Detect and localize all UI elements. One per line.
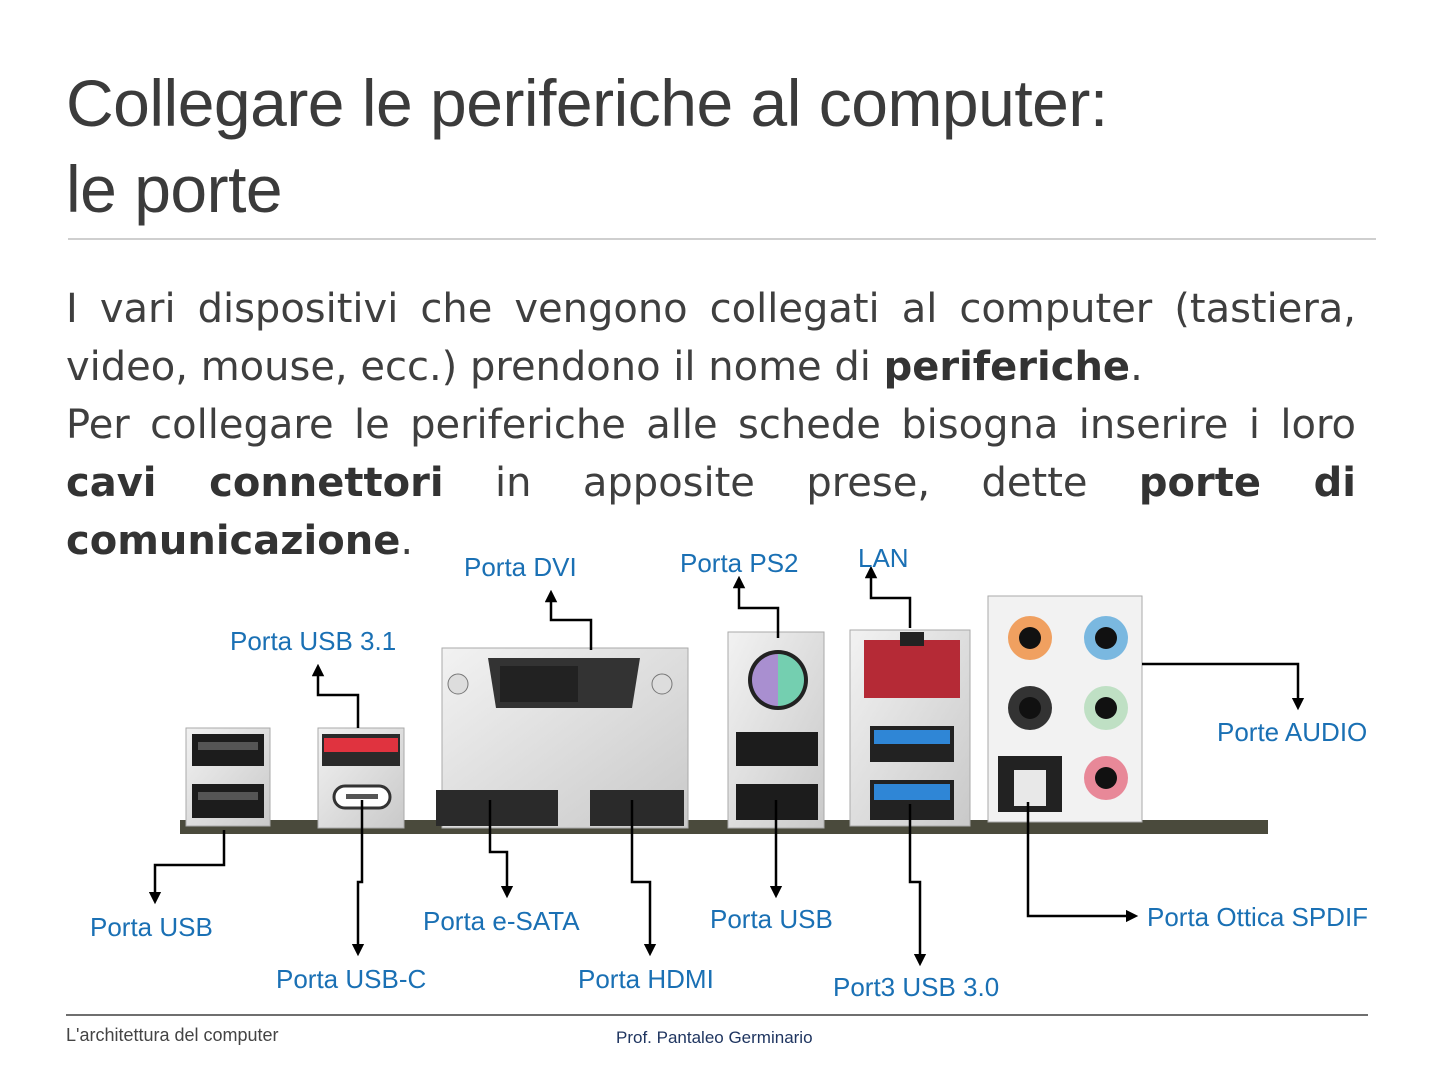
ps2-usb-stack — [727, 631, 825, 829]
p2-middle: in apposite prese, dette — [443, 460, 1139, 506]
p2-bold-cavi: cavi connettori — [66, 460, 444, 506]
footer-divider — [66, 1014, 1368, 1016]
label-porte-audio: Porte AUDIO — [1217, 717, 1368, 747]
audio-block — [987, 595, 1143, 823]
label-porta-usb-c: Porta USB-C — [276, 964, 427, 994]
label-porta-ps2: Porta PS2 — [680, 548, 799, 578]
p2-end: . — [400, 518, 414, 564]
usb-stack-left — [185, 727, 271, 827]
label-porta-usb-mid: Porta USB — [710, 904, 833, 934]
label-port-usb30: Port3 USB 3.0 — [833, 972, 1000, 1002]
label-porta-esata: Porta e-SATA — [423, 906, 580, 936]
paragraph-2: Per collegare le periferiche alle schede… — [66, 396, 1356, 570]
title-divider — [68, 238, 1376, 240]
footer-author: Prof. Pantaleo Germinario — [616, 1028, 813, 1047]
label-porta-dvi: Porta DVI — [464, 552, 577, 582]
p2-text: Per collegare le periferiche alle schede… — [66, 402, 1356, 448]
title-line-2: le porte — [66, 152, 283, 226]
footer-course-title: L'architettura del computer — [66, 1025, 279, 1045]
lan-usb30-stack — [849, 629, 971, 827]
paragraph-1: I vari dispositivi che vengono collegati… — [66, 280, 1356, 396]
title-line-1: Collegare le periferiche al computer: — [66, 66, 1108, 140]
label-lan: LAN — [858, 543, 909, 573]
slide-title: Collegare le periferiche al computer: le… — [66, 60, 1108, 232]
label-porta-hdmi: Porta HDMI — [578, 964, 714, 994]
p1-text: I vari dispositivi che vengono collegati… — [66, 286, 1356, 390]
p1-bold-periferiche: periferiche — [883, 344, 1131, 390]
body-text: I vari dispositivi che vengono collegati… — [66, 280, 1356, 570]
label-porta-usb-left: Porta USB — [90, 912, 213, 942]
label-porta-usb31: Porta USB 3.1 — [230, 626, 397, 656]
label-porta-spdif: Porta Ottica SPDIF — [1147, 902, 1369, 932]
p2-bold-porte: porte di comunicazione — [66, 460, 1356, 564]
video-block — [436, 647, 689, 829]
p1-end: . — [1130, 344, 1143, 390]
